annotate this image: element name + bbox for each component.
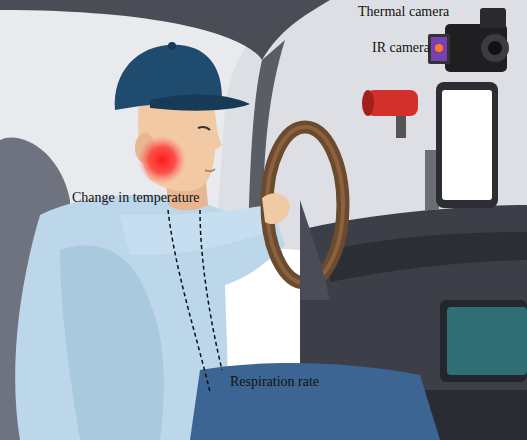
callout-label: Change in temperature (72, 190, 200, 206)
callout-label: IR camera (372, 40, 430, 56)
callout-label: Thermal camera (358, 4, 449, 20)
callout-label: Respiration rate (230, 374, 319, 390)
